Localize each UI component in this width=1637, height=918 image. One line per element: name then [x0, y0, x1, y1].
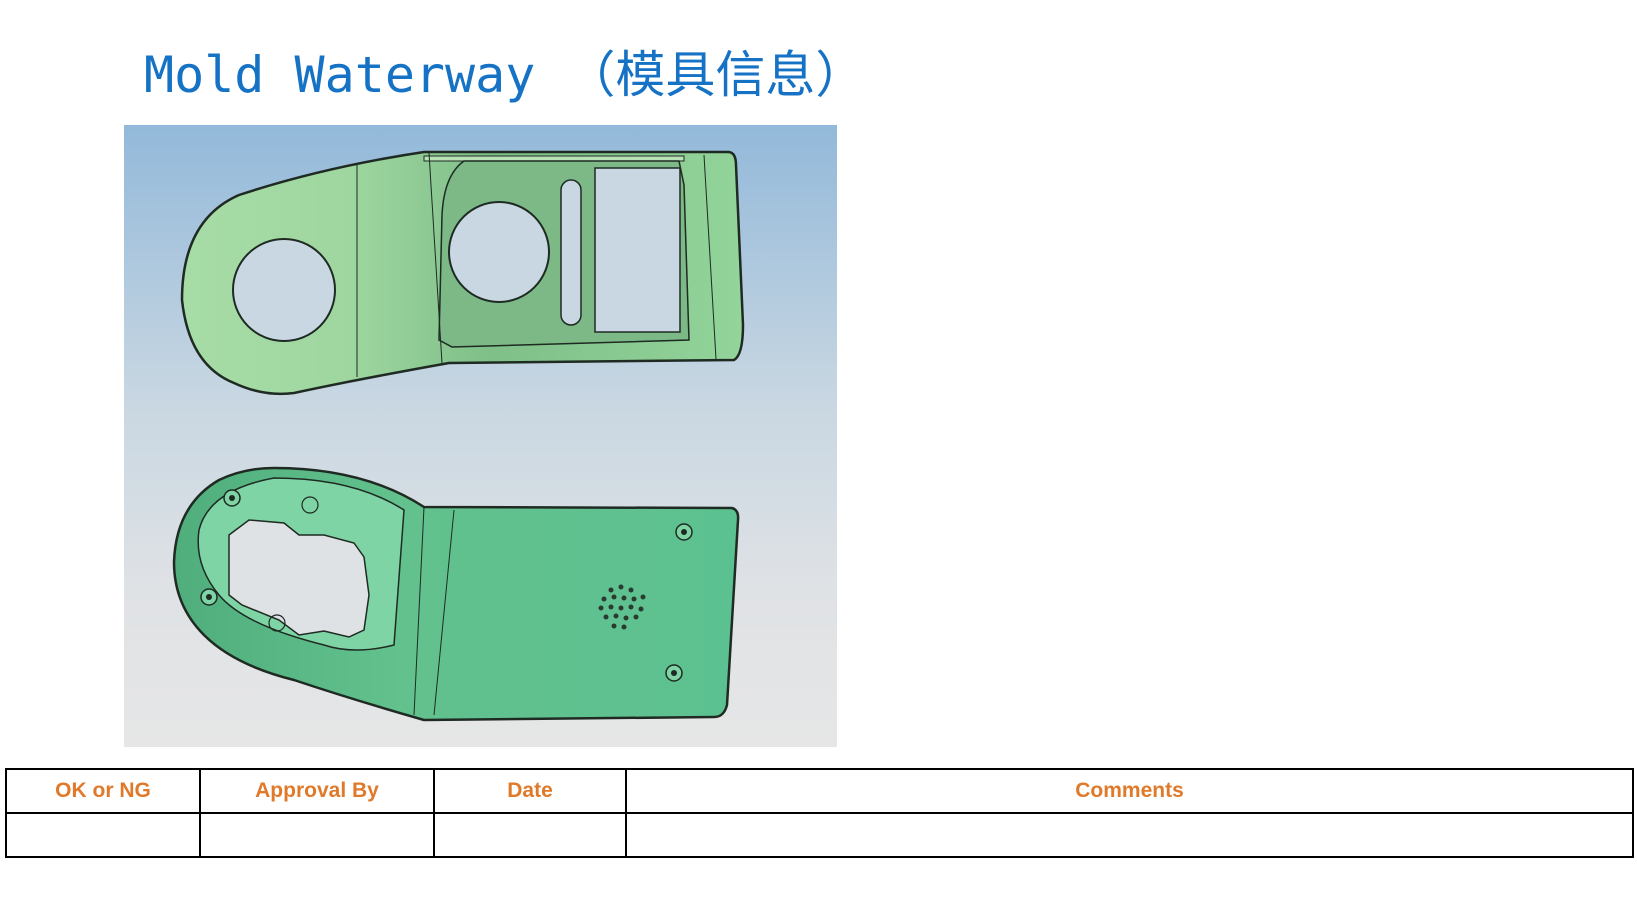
cell-comments[interactable] — [625, 812, 1634, 858]
title-cn: （模具信息） — [565, 46, 866, 104]
cell-date[interactable] — [433, 812, 627, 858]
approval-table: OK or NG Approval By Date Comments — [5, 768, 1634, 858]
header-comments: Comments — [625, 768, 1634, 814]
mold-cad-render — [124, 125, 837, 747]
top-part — [180, 150, 745, 396]
bottom-part — [172, 466, 740, 722]
vent-holes — [598, 584, 646, 630]
header-approval-by: Approval By — [199, 768, 435, 814]
table-row — [5, 812, 1634, 858]
cell-ok-or-ng[interactable] — [5, 812, 201, 858]
cell-approval-by[interactable] — [199, 812, 435, 858]
table-header-row: OK or NG Approval By Date Comments — [5, 768, 1634, 814]
header-date: Date — [433, 768, 627, 814]
title-en: Mold Waterway — [144, 46, 536, 104]
page-title: Mold Waterway （模具信息） — [144, 40, 865, 110]
cad-render-icon — [172, 150, 745, 722]
header-ok-or-ng: OK or NG — [5, 768, 201, 814]
